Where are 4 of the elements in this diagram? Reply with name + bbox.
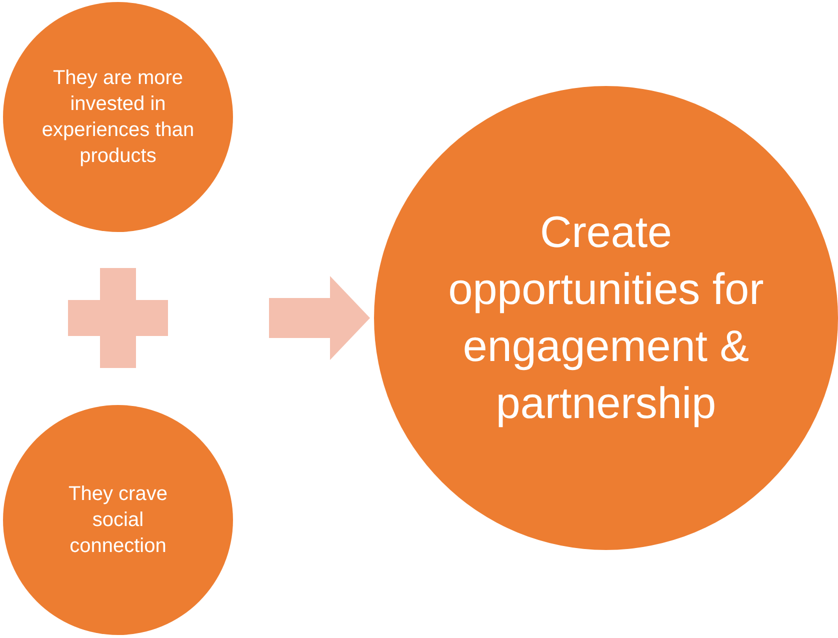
node-text: Create opportunities for engagement & partnership xyxy=(447,206,765,430)
node-text: They are more invested in experiences than products xyxy=(40,66,196,169)
node-text: They crave social connection xyxy=(68,482,168,559)
block-arrow xyxy=(269,276,370,360)
